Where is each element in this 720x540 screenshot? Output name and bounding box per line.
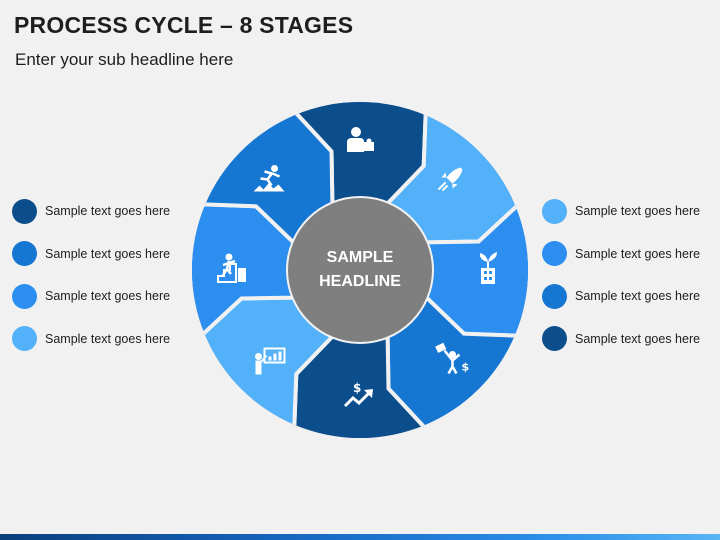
svg-text:$: $ (462, 361, 470, 374)
legend-text: Sample text goes here (575, 204, 701, 218)
legend-dot (542, 326, 567, 351)
legend-text: Sample text goes here (45, 331, 171, 346)
center-circle (288, 198, 432, 342)
center-headline-line2: HEADLINE (319, 273, 401, 290)
cycle-icons: $$ (217, 127, 497, 408)
legend-item: Sample text goes here (12, 241, 170, 267)
legend-text: Sample text goes here (575, 289, 701, 303)
page-subtitle: Enter your sub headline here (15, 50, 234, 69)
legend-item: Sample text goes here (12, 283, 170, 309)
legend-right: Sample text goes here Sample text goes h… (542, 198, 700, 368)
legend-dot (12, 198, 37, 224)
rocket-icon (437, 167, 463, 192)
legend-dot (12, 326, 37, 351)
plant-building-icon (479, 252, 497, 284)
legend-text: Sample text goes here (575, 246, 701, 261)
legend-dot (542, 283, 567, 309)
legend-item: Sample text goes here (12, 198, 170, 224)
legend-dot (12, 283, 37, 309)
legend-text: Sample text goes here (45, 289, 171, 303)
legend-item: Sample text goes here (542, 326, 700, 352)
legend-dot (12, 241, 37, 266)
page-title: PROCESS CYCLE – 8 STAGES (14, 12, 354, 38)
svg-text:$: $ (353, 381, 361, 395)
center-headline-line1: SAMPLE (327, 249, 394, 266)
legend-item: Sample text goes here (542, 283, 700, 309)
legend-dot (542, 198, 567, 224)
dollar-growth-arrow-icon: $ (343, 381, 373, 408)
legend-item: Sample text goes here (542, 241, 700, 267)
climbing-stairs-icon (217, 253, 246, 283)
legend-item: Sample text goes here (542, 198, 700, 224)
legend-text: Sample text goes here (45, 246, 171, 261)
legend-dot (542, 241, 567, 266)
legend-text: Sample text goes here (45, 204, 171, 218)
footer-bar (0, 534, 720, 540)
businessman-puzzle-icon (347, 127, 374, 152)
legend-item: Sample text goes here (12, 326, 170, 352)
presentation-board-icon (255, 347, 286, 375)
legend-left: Sample text goes here Sample text goes h… (12, 198, 170, 368)
celebrating-person-money-icon: $ (435, 342, 470, 375)
hurdle-runner-icon (253, 165, 285, 192)
legend-text: Sample text goes here (575, 331, 701, 346)
